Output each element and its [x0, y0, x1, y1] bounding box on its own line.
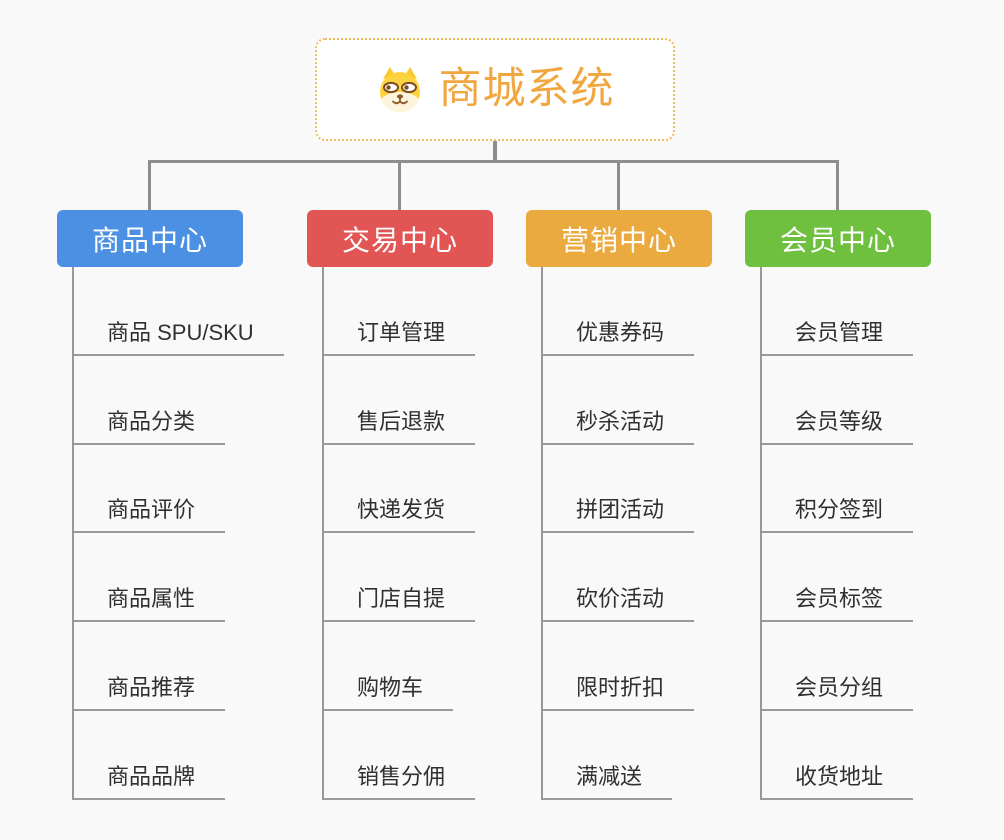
- child-node[interactable]: 会员分组: [760, 670, 914, 711]
- root-node-title: 商城系统: [438, 65, 615, 113]
- child-node-row: 商品分类: [72, 356, 312, 445]
- child-node-row: 销售分佣: [322, 711, 562, 800]
- child-node-row: 门店自提: [322, 533, 562, 623]
- child-node[interactable]: 会员等级: [760, 404, 914, 445]
- branch-connector-drop: [617, 160, 620, 210]
- child-node[interactable]: 商品推荐: [72, 670, 226, 711]
- branch-trunk-line: [72, 267, 74, 800]
- child-node[interactable]: 销售分佣: [322, 759, 476, 800]
- child-node-row: 商品品牌: [72, 711, 312, 800]
- root-connector-stem: [493, 141, 497, 162]
- child-node-row: 积分签到: [760, 445, 1000, 534]
- branch-connector-drop: [836, 160, 839, 210]
- branch-children-marketing-center: 优惠券码 秒杀活动 拼团活动 砍价活动 限时折扣 满减送: [541, 267, 781, 800]
- branch-trunk-line: [322, 267, 324, 800]
- child-node[interactable]: 快递发货: [322, 492, 476, 534]
- root-node-mall-system[interactable]: 商城系统: [315, 38, 675, 141]
- child-node[interactable]: 砍价活动: [541, 581, 695, 623]
- branch-connector-horizontal: [149, 160, 839, 163]
- child-node[interactable]: 满减送: [541, 759, 673, 800]
- child-node-row: 会员等级: [760, 356, 1000, 445]
- branch-children-trade-center: 订单管理 售后退款 快递发货 门店自提 购物车 销售分佣: [322, 267, 562, 800]
- branch-connector-drop: [398, 160, 401, 210]
- child-node[interactable]: 售后退款: [322, 404, 476, 445]
- child-node[interactable]: 商品品牌: [72, 759, 226, 800]
- child-node-row: 订单管理: [322, 267, 562, 356]
- child-node[interactable]: 会员管理: [760, 315, 914, 356]
- child-node-row: 商品评价: [72, 445, 312, 534]
- child-node-row: 收货地址: [760, 711, 1000, 800]
- child-node[interactable]: 会员标签: [760, 581, 914, 623]
- child-node-row: 售后退款: [322, 356, 562, 445]
- child-node[interactable]: 优惠券码: [541, 315, 695, 356]
- child-node-row: 快递发货: [322, 445, 562, 534]
- child-node[interactable]: 商品分类: [72, 404, 226, 445]
- branch-header-label: 交易中心: [341, 224, 458, 256]
- branch-header-label: 会员中心: [779, 224, 896, 256]
- child-node[interactable]: 限时折扣: [541, 670, 695, 711]
- child-node[interactable]: 拼团活动: [541, 492, 695, 534]
- child-node-row: 商品 SPU/SKU: [72, 267, 312, 356]
- child-node[interactable]: 秒杀活动: [541, 404, 695, 445]
- branch-header-marketing-center[interactable]: 营销中心: [526, 210, 712, 267]
- shiba-dog-icon: [379, 66, 420, 112]
- child-node-row: 拼团活动: [541, 445, 781, 534]
- branch-header-trade-center[interactable]: 交易中心: [307, 210, 493, 267]
- branch-header-label: 商品中心: [91, 224, 208, 256]
- child-node-row: 会员管理: [760, 267, 1000, 356]
- branch-children-product-center: 商品 SPU/SKU 商品分类 商品评价 商品属性 商品推荐 商品品牌: [72, 267, 312, 800]
- child-node[interactable]: 商品 SPU/SKU: [72, 315, 284, 356]
- child-node-row: 限时折扣: [541, 622, 781, 711]
- child-node[interactable]: 收货地址: [760, 759, 914, 800]
- branch-trunk-line: [541, 267, 543, 800]
- child-node-row: 满减送: [541, 711, 781, 800]
- child-node[interactable]: 商品评价: [72, 492, 226, 534]
- child-node-row: 秒杀活动: [541, 356, 781, 445]
- child-node[interactable]: 订单管理: [322, 315, 476, 356]
- child-node-row: 优惠券码: [541, 267, 781, 356]
- child-node-row: 会员分组: [760, 622, 1000, 711]
- child-node[interactable]: 商品属性: [72, 581, 226, 623]
- child-node-row: 商品推荐: [72, 622, 312, 711]
- child-node[interactable]: 积分签到: [760, 492, 914, 534]
- branch-header-product-center[interactable]: 商品中心: [57, 210, 243, 267]
- branch-connector-drop: [148, 160, 151, 210]
- branch-header-member-center[interactable]: 会员中心: [745, 210, 931, 267]
- child-node-row: 会员标签: [760, 533, 1000, 623]
- child-node-row: 砍价活动: [541, 533, 781, 623]
- child-node[interactable]: 购物车: [322, 670, 454, 711]
- child-node[interactable]: 门店自提: [322, 581, 476, 623]
- child-node-row: 购物车: [322, 622, 562, 711]
- branch-trunk-line: [760, 267, 762, 800]
- branch-header-label: 营销中心: [560, 224, 677, 256]
- branch-children-member-center: 会员管理 会员等级 积分签到 会员标签 会员分组 收货地址: [760, 267, 1000, 800]
- child-node-row: 商品属性: [72, 533, 312, 623]
